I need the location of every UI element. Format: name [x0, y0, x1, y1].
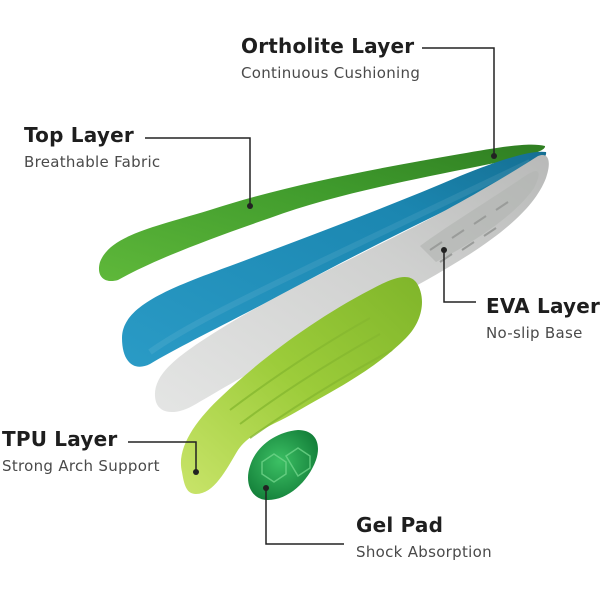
dot-tpu: [193, 469, 199, 475]
leader-top: [145, 137, 251, 206]
leader-lines: [128, 47, 497, 545]
gel-pad-label: Gel Pad Shock Absorption: [356, 513, 492, 561]
ortholite-layer-subtitle: Continuous Cushioning: [241, 64, 421, 82]
top-layer-shape: [98, 144, 546, 282]
eva-layer-subtitle: No-slip Base: [486, 324, 583, 342]
top-layer-label: Top Layer Breathable Fabric: [24, 123, 160, 171]
top-layer-subtitle: Breathable Fabric: [24, 153, 161, 171]
tpu-layer-subtitle: Strong Arch Support: [2, 457, 160, 475]
gel-pad-title: Gel Pad: [356, 513, 444, 537]
tpu-layer-label: TPU Layer Strong Arch Support: [2, 427, 160, 475]
ortholite-layer-shape: [122, 151, 547, 367]
ortholite-layer-label: Ortholite Layer Continuous Cushioning: [241, 34, 420, 82]
eva-layer-title: EVA Layer: [486, 294, 600, 318]
leader-eva: [443, 250, 476, 303]
eva-layer-shape: [154, 154, 549, 413]
dot-gel: [263, 485, 269, 491]
tpu-layer-shape: [180, 276, 422, 494]
leader-gel: [265, 488, 344, 545]
top-layer-title: Top Layer: [24, 123, 134, 147]
leader-ortholite: [422, 47, 495, 156]
gel-pad-subtitle: Shock Absorption: [356, 543, 492, 561]
dot-ortholite: [491, 153, 497, 159]
tpu-layer-title: TPU Layer: [2, 427, 118, 451]
gel-pad-shape: [248, 430, 318, 500]
dot-top: [247, 203, 253, 209]
dot-eva: [441, 247, 447, 253]
leader-tpu: [128, 441, 197, 472]
ortholite-layer-title: Ortholite Layer: [241, 34, 415, 58]
eva-layer-label: EVA Layer No-slip Base: [486, 294, 600, 342]
